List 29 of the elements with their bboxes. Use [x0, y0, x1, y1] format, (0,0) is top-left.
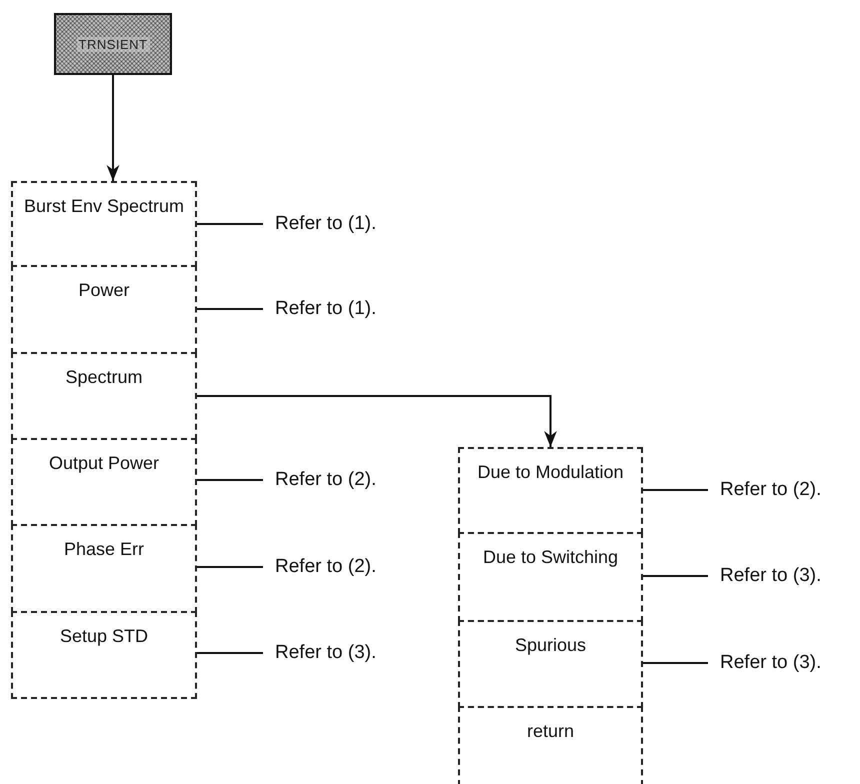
menu-softkey: Due to Modulation: [458, 447, 643, 534]
arrow: [106, 75, 120, 181]
leader-line: [643, 575, 708, 577]
reference-note: Refer to (3).: [720, 651, 822, 675]
leader-line: [643, 489, 708, 491]
reference-note: Refer to (1).: [275, 212, 376, 236]
reference-note: Refer to (2).: [275, 468, 376, 492]
menu-softkey: Spectrum: [11, 352, 197, 440]
softkey-button: TRNSIENT: [54, 13, 172, 75]
menu-softkey: return: [458, 706, 643, 784]
leader-line: [197, 652, 263, 654]
menu-softkey: Power: [11, 265, 197, 354]
leader-line: [197, 308, 263, 310]
reference-note: Refer to (1).: [275, 297, 376, 321]
menu-softkey: Output Power: [11, 438, 197, 526]
reference-note: Refer to (2).: [720, 478, 822, 502]
leader-line: [197, 566, 263, 568]
menu-softkey: Setup STD: [11, 611, 197, 699]
arrow: [197, 395, 557, 447]
menu-softkey: Phase Err: [11, 524, 197, 613]
leader-line: [197, 479, 263, 481]
menu-softkey: Burst Env Spectrum: [11, 181, 197, 267]
reference-note: Refer to (2).: [275, 555, 376, 579]
reference-note: Refer to (3).: [720, 564, 822, 588]
leader-line: [197, 223, 263, 225]
leader-line: [643, 662, 708, 664]
menu-softkey: Spurious: [458, 620, 643, 708]
reference-note: Refer to (3).: [275, 641, 376, 665]
menu-softkey: Due to Switching: [458, 532, 643, 622]
